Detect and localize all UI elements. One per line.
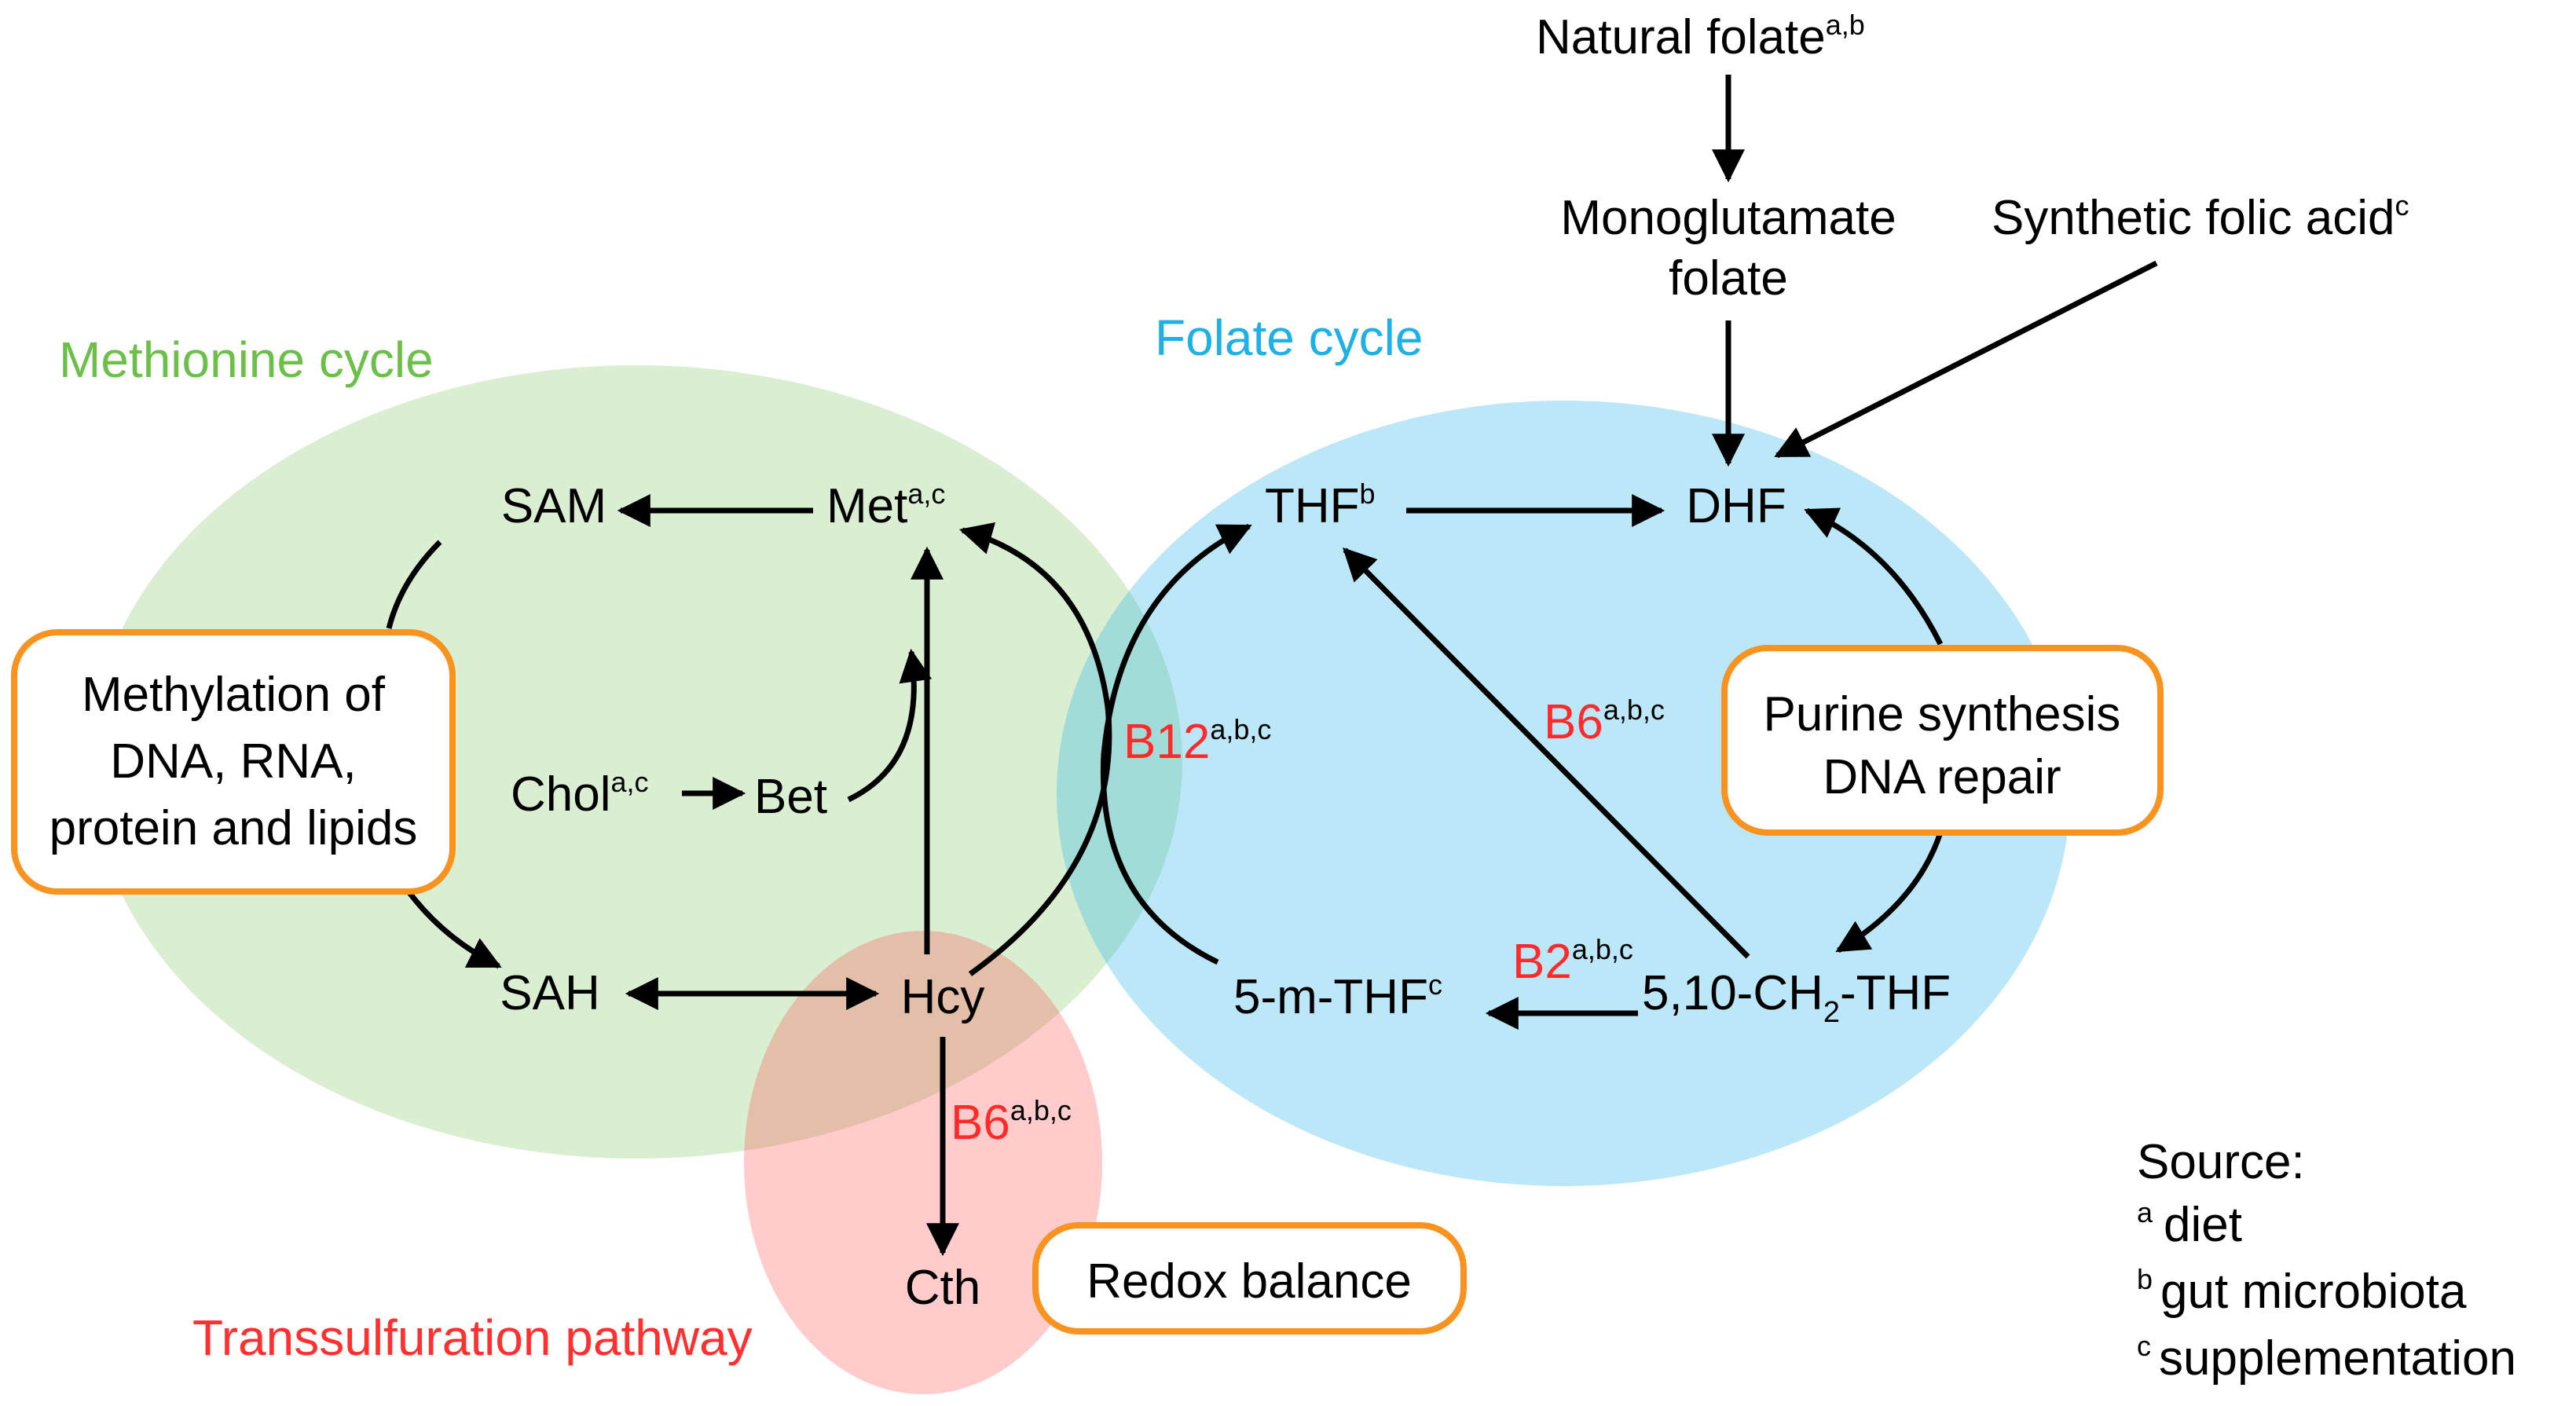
cofactor-b2: B2a,b,c (1512, 933, 1633, 989)
purine-box (1721, 645, 2164, 836)
node-5-m-thf: 5-m-THFc (1233, 968, 1442, 1024)
node-thf: THFb (1265, 478, 1376, 533)
purine-to-ch2thf-arrow (1835, 831, 1944, 954)
cofactor-b6-folate: B6a,b,c (1544, 694, 1665, 749)
ch2thf-to-thf-b6-arrow (1343, 547, 1750, 959)
purine-line1: Purine synthesis (1764, 687, 2121, 741)
node-bet: Bet (754, 770, 827, 824)
transsulfuration-title: Transsulfuration pathway (192, 1309, 753, 1366)
node-5-10-ch2-thf: 5,10-CH2-THF (1642, 966, 1951, 1029)
node-dhf: DHF (1686, 479, 1786, 533)
hcy-to-met-b12-arrow (958, 522, 1112, 976)
node-met: Meta,c (826, 478, 945, 533)
node-sam: SAM (501, 479, 606, 533)
methionine-cycle-region (90, 365, 1182, 1159)
node-natural-folate: Natural folatea,b (1536, 9, 1865, 64)
purine-to-dhf-arrow (1804, 507, 1944, 646)
methylation-line1: Methylation of (82, 668, 386, 722)
folate-cycle-title: Folate cycle (1155, 309, 1423, 366)
node-cth: Cth (905, 1261, 980, 1315)
node-sah: SAH (500, 966, 599, 1020)
cofactor-b12: B12a,b,c (1123, 713, 1271, 769)
sam-to-methylation-curve (386, 540, 442, 629)
folate-cycle-region (1057, 401, 2070, 1186)
redox-line1: Redox balance (1086, 1254, 1412, 1309)
methionine-cycle-title: Methionine cycle (59, 331, 434, 388)
methylation-line3: protein and lipids (49, 801, 418, 855)
purine-line2: DNA repair (1823, 750, 2061, 804)
synthetic-to-dhf-arrow (1774, 260, 2158, 459)
node-synthetic-folic-acid: Synthetic folic acidc (1992, 189, 2409, 245)
bet-to-met-curve (847, 648, 933, 803)
mthf-to-thf-b12-arrow (1100, 523, 1252, 965)
node-monoglutamate-line2: folate (1669, 251, 1788, 306)
methylation-box (11, 629, 456, 895)
methylation-line2: DNA, RNA, (110, 734, 356, 789)
cofactor-b6-transsulfuration: B6a,b,c (951, 1094, 1072, 1150)
source-title: Source: (2137, 1135, 2305, 1189)
node-chol: Chola,c (511, 766, 649, 822)
methylation-to-sah-arrow (406, 889, 502, 969)
redox-box (1032, 1222, 1467, 1335)
transsulfuration-region (744, 931, 1102, 1394)
node-monoglutamate-line1: Monoglutamate (1560, 191, 1896, 245)
node-hcy: Hcy (901, 970, 985, 1024)
